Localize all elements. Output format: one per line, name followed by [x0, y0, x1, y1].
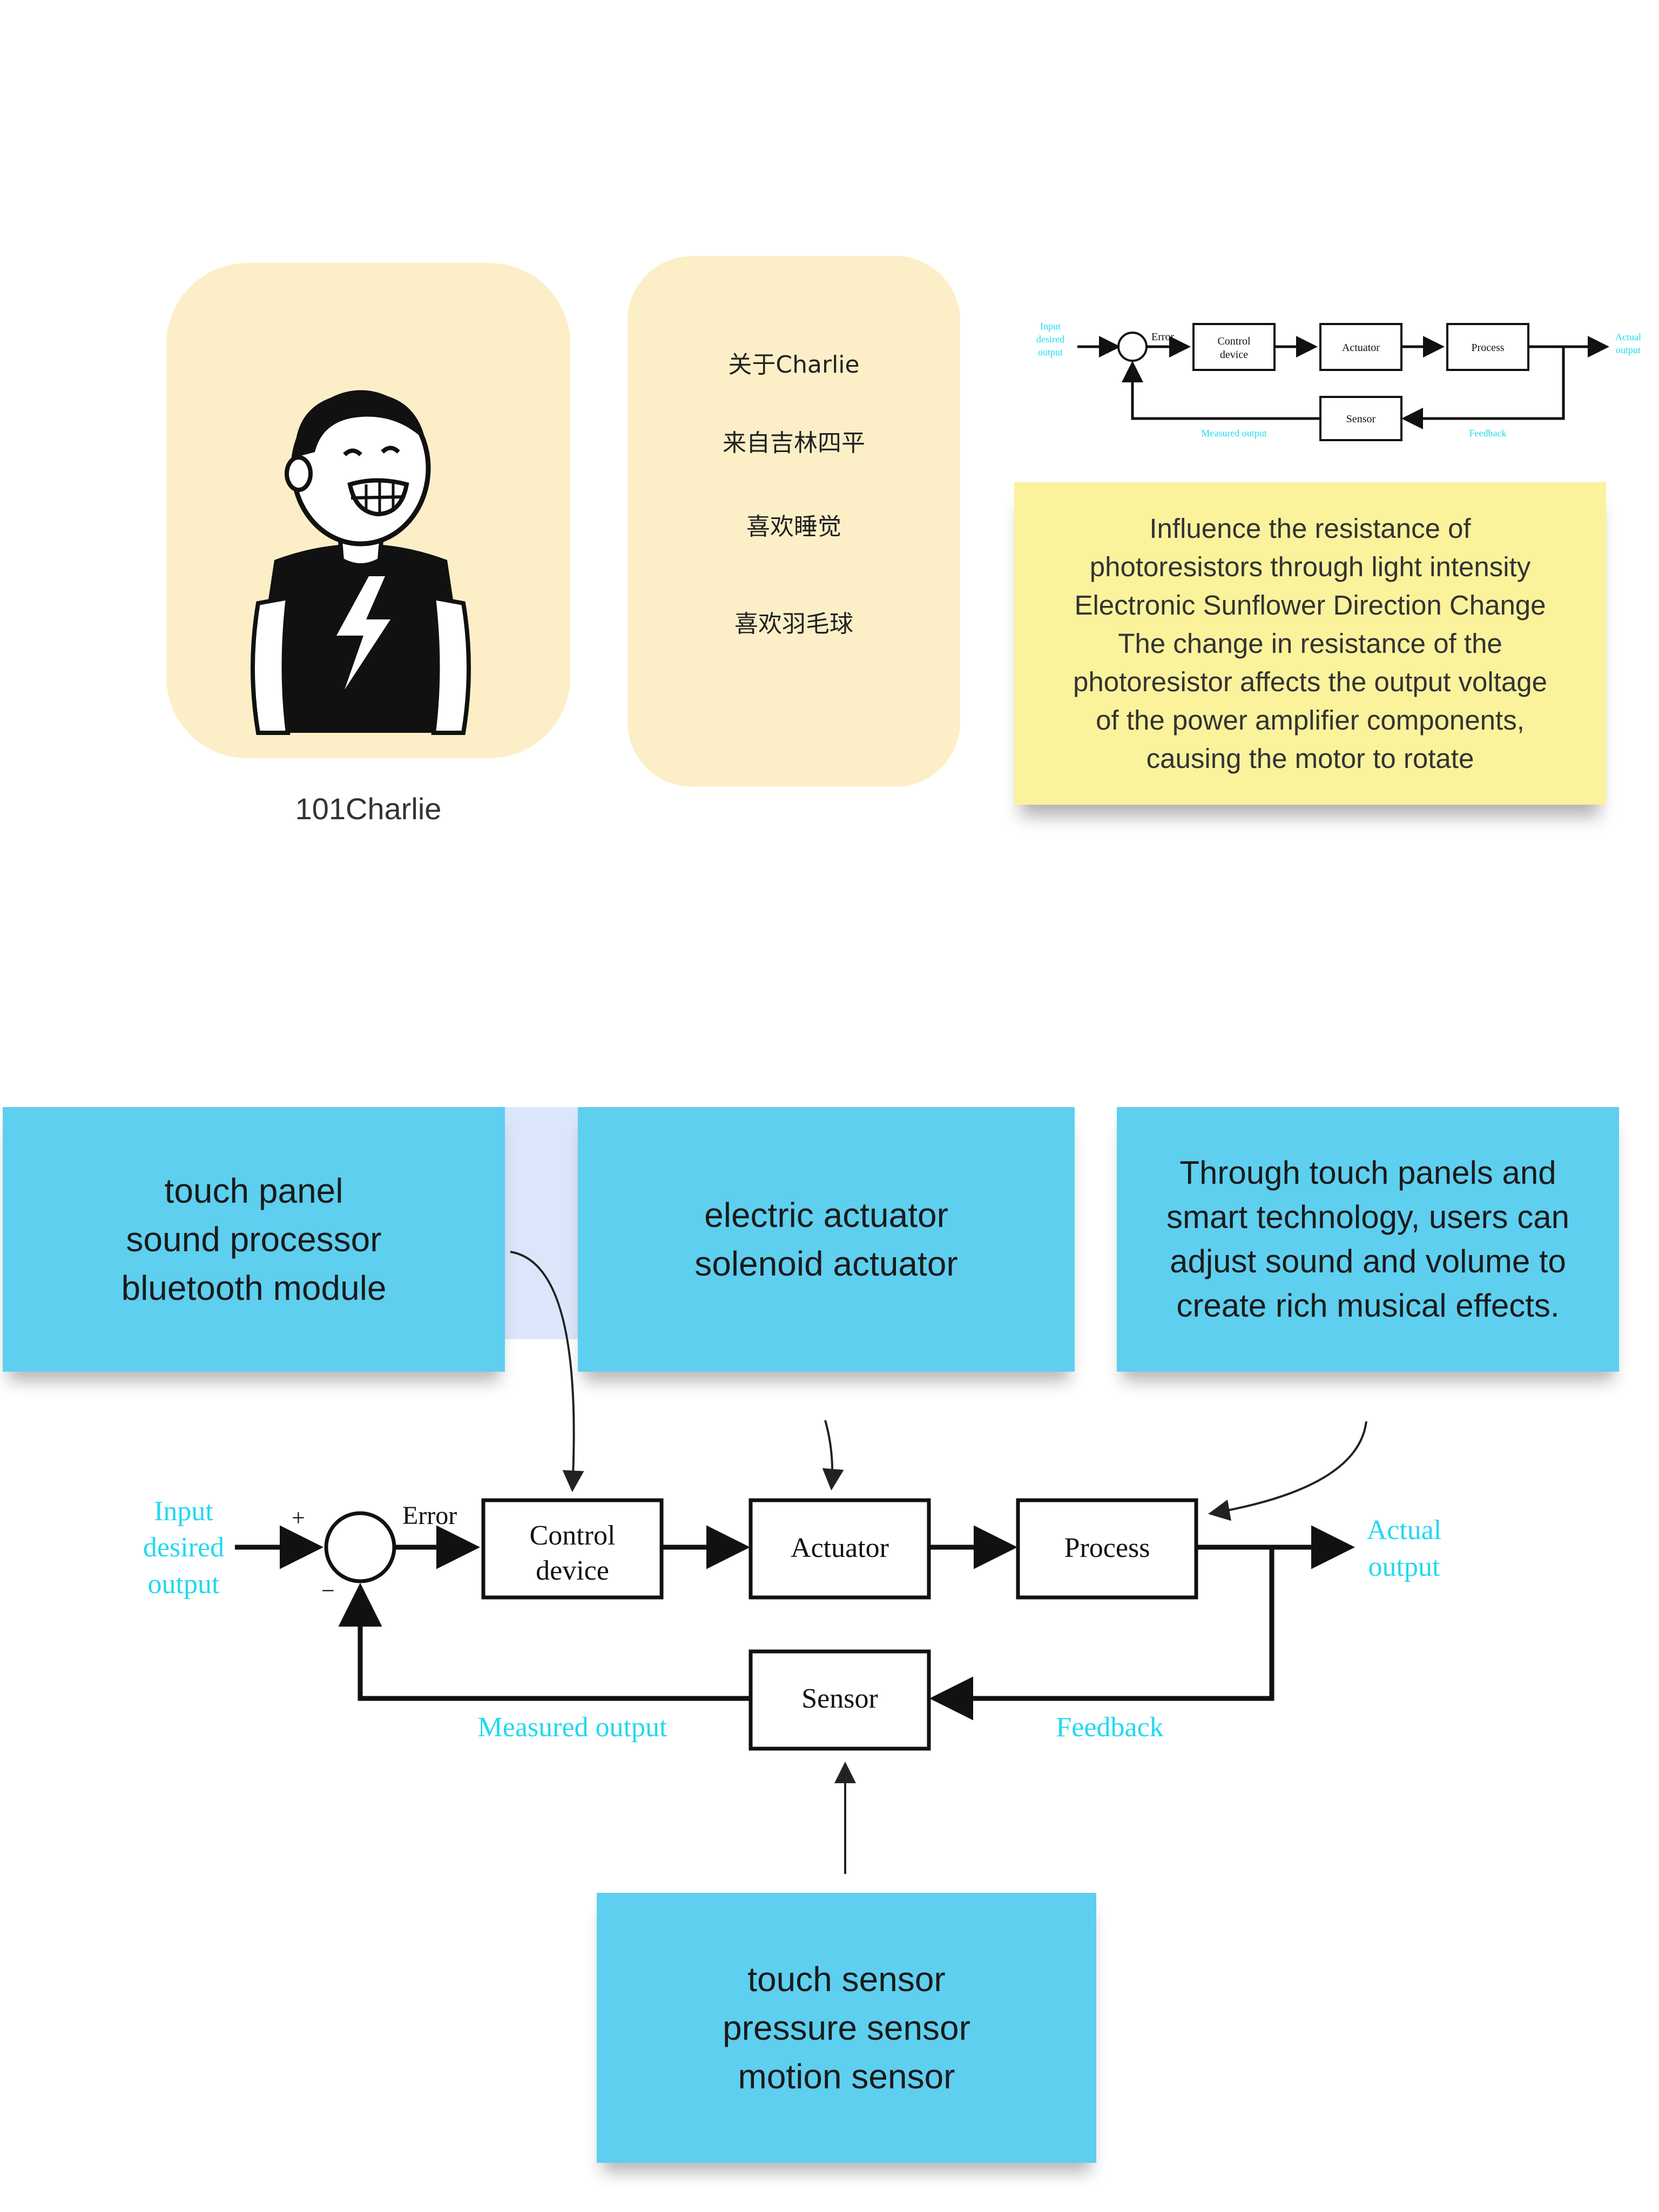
sensor-block	[748, 1649, 931, 1751]
sensor-sticky-line-2: pressure sensor	[723, 2008, 970, 2047]
control-device-label-2: device	[536, 1555, 609, 1586]
actuator-label: Actuator	[791, 1533, 889, 1563]
small-input-label-2: desired	[1036, 334, 1064, 345]
profile-name: 101Charlie	[295, 792, 442, 826]
actual-output-label-2: output	[1368, 1552, 1440, 1582]
process-sticky[interactable]: Through touch panels and smart technolog…	[1117, 1107, 1619, 1372]
input-label-3: output	[148, 1569, 220, 1600]
small-output-label-1: Actual	[1615, 332, 1641, 342]
small-control-label-1: Control	[1217, 335, 1251, 347]
background-highlight	[497, 1107, 583, 1339]
small-sensor-label: Sensor	[1346, 413, 1376, 425]
plus-sign: +	[292, 1505, 305, 1531]
about-line-hometown: 来自吉林四平	[723, 429, 865, 457]
profile-avatar-card[interactable]	[166, 263, 570, 758]
note-line-3: Electronic Sunflower Direction Change	[1074, 590, 1546, 621]
small-input-label-1: Input	[1040, 321, 1061, 332]
small-input-label-3: output	[1038, 347, 1063, 358]
input-label-1: Input	[154, 1496, 213, 1527]
note-line-4: The change in resistance of the	[1118, 628, 1502, 659]
arrow-to-control-device	[510, 1251, 584, 1492]
note-line-1: Influence the resistance of	[1149, 513, 1471, 544]
avatar-illustration	[251, 390, 471, 735]
small-output-label-2: output	[1616, 345, 1641, 355]
small-control-label-2: device	[1220, 349, 1248, 361]
process-block	[1016, 1498, 1198, 1600]
small-feedback-diagram[interactable]: Input desired output Actual output Measu…	[1026, 308, 1642, 454]
sensor-sticky[interactable]: touch sensor pressure sensor motion sens…	[597, 1893, 1096, 2163]
actuator-sticky-line-1: electric actuator	[704, 1196, 948, 1235]
measured-output-label: Measured output	[478, 1712, 667, 1743]
feedback-label: Feedback	[1056, 1712, 1163, 1743]
feedback-path	[929, 1547, 1274, 1721]
summing-junction	[324, 1511, 396, 1583]
sensor-sticky-line-1: touch sensor	[747, 1960, 946, 1999]
process-sticky-line-4: create rich musical effects.	[1176, 1287, 1560, 1324]
control-device-label-1: Control	[530, 1520, 616, 1551]
input-label-2: desired	[143, 1532, 224, 1563]
about-line-hobby-badminton: 喜欢羽毛球	[734, 610, 853, 638]
control-sticky-line-1: touch panel	[164, 1171, 343, 1210]
arrow-to-process	[1208, 1421, 1367, 1521]
small-measured-label: Measured output	[1201, 428, 1266, 439]
note-line-5: photoresistor affects the output voltage	[1073, 666, 1547, 697]
actuator-sticky-line-2: solenoid actuator	[694, 1244, 958, 1283]
about-line-hobby-sleep: 喜欢睡觉	[746, 513, 841, 541]
control-sticky-line-3: bluetooth module	[121, 1269, 387, 1307]
small-process-label: Process	[1471, 342, 1504, 354]
about-card[interactable]: 关于Charlie 来自吉林四平 喜欢睡觉 喜欢羽毛球	[628, 256, 960, 787]
measured-path	[338, 1583, 751, 1701]
arrow-to-actuator	[822, 1420, 844, 1491]
actual-output-label-1: Actual	[1367, 1515, 1442, 1546]
note-line-7: causing the motor to rotate	[1146, 743, 1474, 774]
control-device-sticky[interactable]: touch panel sound processor bluetooth mo…	[3, 1107, 505, 1372]
feedback-control-diagram[interactable]: Input desired output Actual output Measu…	[124, 1491, 1474, 1766]
process-sticky-line-2: smart technology, users can	[1166, 1199, 1569, 1235]
small-actuator-label: Actuator	[1342, 342, 1380, 354]
process-label: Process	[1064, 1533, 1150, 1563]
process-sticky-line-3: adjust sound and volume to	[1170, 1243, 1566, 1279]
actuator-sticky[interactable]: electric actuator solenoid actuator	[578, 1107, 1075, 1372]
about-line-title: 关于Charlie	[728, 351, 860, 379]
sensor-label: Sensor	[801, 1683, 878, 1714]
minus-sign: −	[321, 1577, 335, 1604]
process-sticky-line-1: Through touch panels and	[1179, 1155, 1556, 1191]
small-feedback-label: Feedback	[1469, 428, 1507, 439]
small-error-label: Error	[1151, 331, 1175, 343]
sensor-sticky-line-3: motion sensor	[738, 2057, 955, 2096]
error-label: Error	[402, 1501, 457, 1530]
note-line-6: of the power amplifier components,	[1096, 705, 1525, 736]
photoresistor-note[interactable]: Influence the resistance of photoresisto…	[1014, 482, 1606, 805]
control-sticky-line-2: sound processor	[126, 1220, 382, 1259]
note-line-2: photoresistors through light intensity	[1089, 551, 1531, 582]
